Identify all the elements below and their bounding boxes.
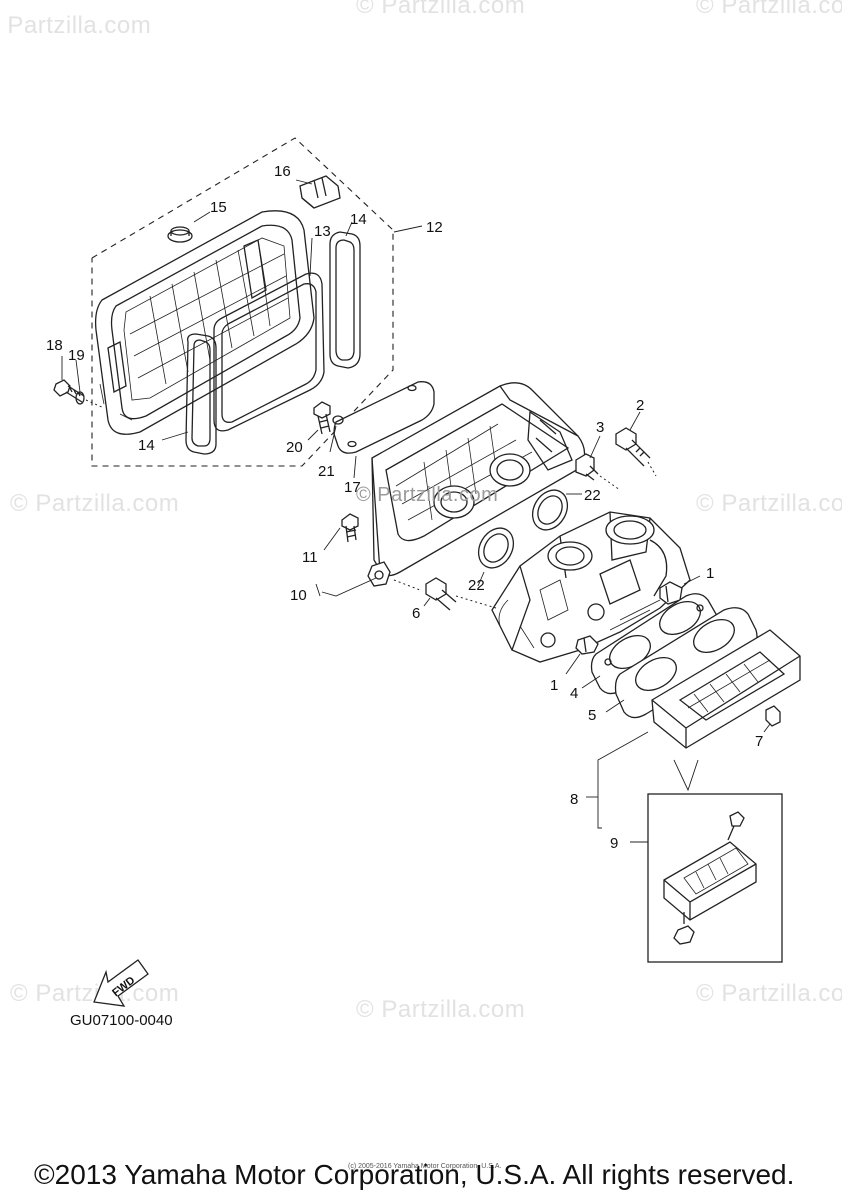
o-ring-22-lower <box>477 527 515 587</box>
part-label: 6 <box>412 605 420 622</box>
pin-7 <box>763 705 781 733</box>
part-label: 8 <box>570 791 578 808</box>
part-label: 9 <box>610 835 618 852</box>
grommet-15 <box>167 211 211 243</box>
part-label: 3 <box>596 419 604 436</box>
part-label: 16 <box>274 163 291 180</box>
bolt-6 <box>423 577 457 611</box>
small-copyright: (c) 2005-2016 Yamaha Motor Corporation, … <box>348 1163 502 1170</box>
watermark: © Partzilla.com <box>356 0 526 19</box>
fwd-arrow-icon: FWD <box>93 959 149 1007</box>
o-ring-22-upper <box>531 489 582 531</box>
watermark: © Partzilla.com <box>356 996 526 1023</box>
reed-valve-8 <box>651 629 801 749</box>
part-label: 18 <box>46 337 63 354</box>
part-label: 14 <box>350 211 367 228</box>
bolt-3 <box>575 435 601 481</box>
watermark: © Partzilla.com <box>0 12 152 39</box>
group-box-12 <box>91 137 394 467</box>
part-label: 20 <box>286 439 303 456</box>
clamp-1-left <box>565 635 599 675</box>
washer-19 <box>75 359 85 405</box>
part-label: 2 <box>636 397 644 414</box>
part-label: 22 <box>584 487 601 504</box>
part-label: 1 <box>706 565 714 582</box>
seal-14-right <box>329 221 361 369</box>
screw-11 <box>323 513 359 551</box>
air-box-body <box>367 382 586 587</box>
bolt-2 <box>615 411 651 467</box>
watermark: © Partzilla.com <box>696 980 842 1007</box>
part-label: 22 <box>468 577 485 594</box>
part-label: 5 <box>588 707 596 724</box>
part-label: 7 <box>755 733 763 750</box>
part-label: 11 <box>302 549 318 566</box>
watermark: © Partzilla.com <box>10 490 180 517</box>
copyright-notice: ©2013 Yamaha Motor Corporation, U.S.A. A… <box>34 1159 795 1190</box>
part-label: 15 <box>210 199 227 216</box>
gasket-13 <box>213 237 325 432</box>
air-box-cover <box>94 210 315 435</box>
gasket-5 <box>605 607 758 719</box>
part-label: 17 <box>344 479 361 496</box>
part-label: 14 <box>138 437 155 454</box>
screw-20 <box>307 401 331 441</box>
part-label: 12 <box>426 219 443 236</box>
detail-box-9 <box>647 793 783 963</box>
part-label: 21 <box>318 463 335 480</box>
part-label: 4 <box>570 685 578 702</box>
connector-16 <box>295 175 341 209</box>
part-label: 1 <box>550 677 558 694</box>
part-label: 10 <box>290 587 307 604</box>
plate-17 <box>333 381 435 479</box>
part-label: 19 <box>68 347 85 364</box>
diagram-code: GU07100-0040 <box>70 1012 173 1029</box>
part-label: 13 <box>314 223 331 240</box>
watermark: © Partzilla.com <box>696 0 842 19</box>
watermark: © Partzilla.com <box>696 490 842 517</box>
washer-21 <box>329 415 344 453</box>
screw-18 <box>53 356 85 403</box>
throttle-body <box>491 511 691 663</box>
seal-14-left <box>161 333 217 455</box>
center-watermark: © Partzilla.com <box>356 484 499 506</box>
